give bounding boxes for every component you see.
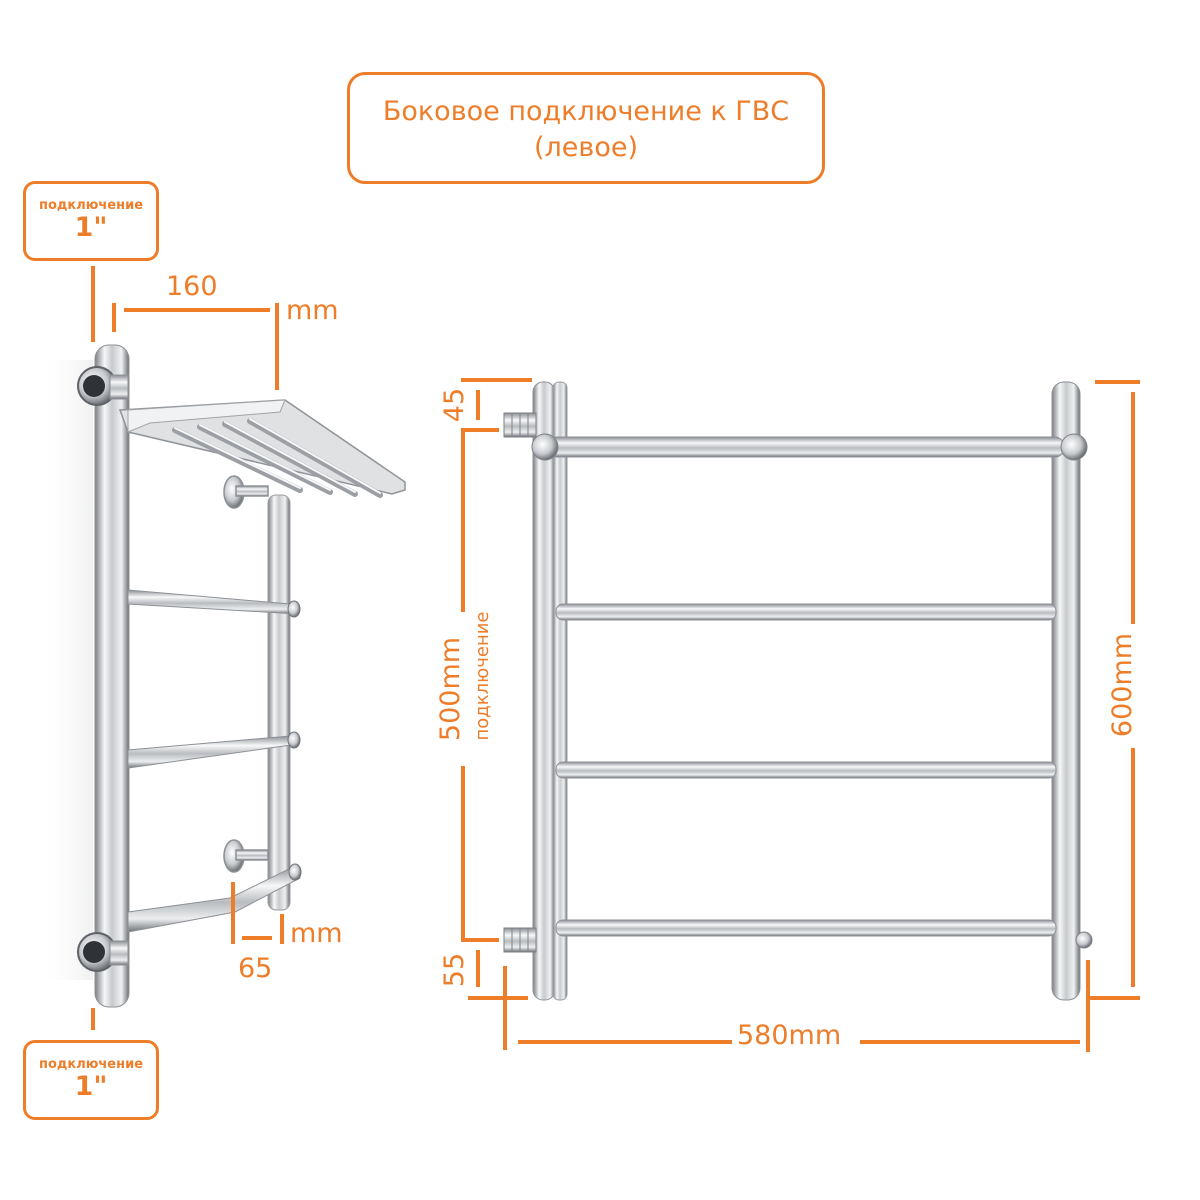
connection-distance-label: подключение <box>472 611 493 741</box>
front-rung-1 <box>547 436 1065 458</box>
top-offset: 45 <box>439 387 470 423</box>
front-connection-bottom <box>503 927 537 953</box>
side-main-pipe <box>94 344 130 1008</box>
total-height: 600mm <box>1107 632 1138 738</box>
side-wall-mount-top <box>223 475 269 509</box>
side-front-pipe <box>267 494 291 911</box>
front-rungs <box>547 436 1065 937</box>
front-rung-3 <box>555 761 1057 779</box>
front-rung-2 <box>555 603 1057 621</box>
side-view-rail <box>38 344 406 1008</box>
title-box: Боковое подключение к ГВС (левое) <box>347 72 825 184</box>
front-left-back-pipe <box>532 381 556 1001</box>
side-wall-mount-bottom <box>223 839 269 873</box>
front-dimension-lines <box>461 378 1140 1052</box>
offset-value: 65 <box>238 953 273 984</box>
bottom-offset: 55 <box>439 952 470 988</box>
front-view-rail <box>503 381 1093 1001</box>
title-line-1: Боковое подключение к ГВС <box>382 96 790 127</box>
front-connection-top <box>503 412 537 438</box>
connection-size: 1" <box>74 212 108 243</box>
connection-box-top: подключение 1" <box>23 181 159 261</box>
front-right-pipe <box>1051 381 1081 1001</box>
side-connection-top <box>77 366 129 406</box>
connection-distance: 500mm <box>435 636 466 742</box>
side-dimension-lines <box>91 266 284 1030</box>
connection-label: подключение <box>38 198 144 213</box>
side-connection-bottom <box>77 932 129 972</box>
depth-value: 160 <box>166 271 218 302</box>
offset-unit: mm <box>290 918 343 949</box>
front-rung-4 <box>555 919 1057 937</box>
depth-unit: mm <box>286 295 339 326</box>
connection-box-bottom: подключение 1" <box>23 1040 159 1120</box>
connection-size: 1" <box>74 1071 108 1102</box>
side-rungs <box>127 589 301 933</box>
side-shelf-bars <box>172 418 383 498</box>
title-line-2: (левое) <box>534 132 638 163</box>
total-width: 580mm <box>737 1020 842 1051</box>
connection-label: подключение <box>38 1057 144 1072</box>
front-left-front-pipe <box>552 381 568 1001</box>
